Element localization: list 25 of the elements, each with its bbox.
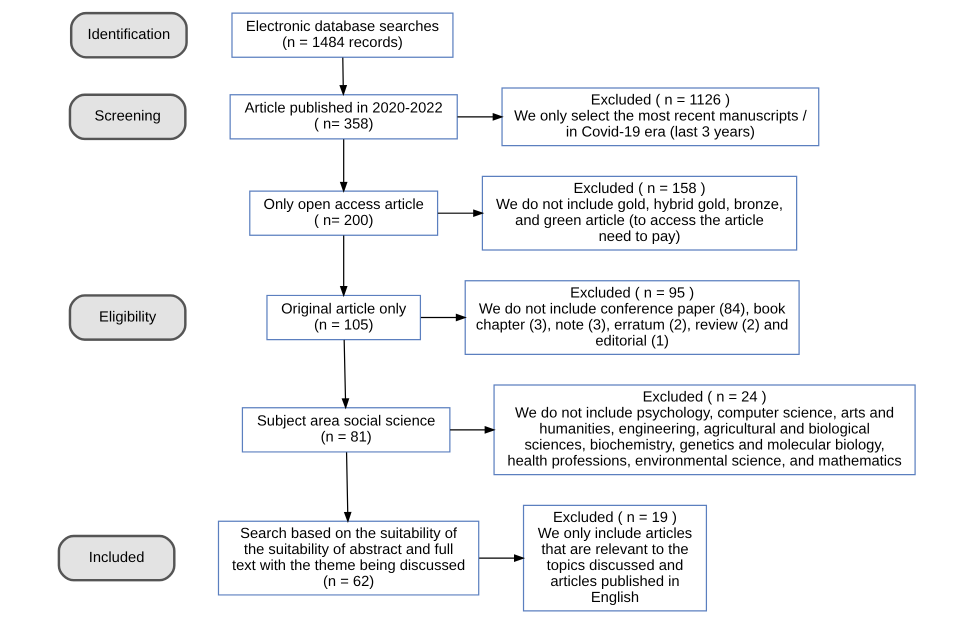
arrow — [457, 112, 504, 121]
arrow — [450, 426, 496, 434]
node-box: Screening — [68, 94, 186, 140]
arrow — [478, 554, 525, 562]
node-box: Search based on the suitability of the suitability of abstract and full text with the theme being discussed (n = 62) — [217, 520, 479, 596]
node-box: Included — [57, 534, 176, 582]
arrow — [420, 314, 466, 322]
node-box: Excluded ( n = 158 ) We do not include gold, hybrid gold, bronze, and green article (to access the article need to pay) — [481, 176, 797, 251]
node-box: Excluded ( n = 95 ) We do not include conference paper (84), book chapter (3), note (3), erratum (2), review (2) and editorial (1) — [464, 280, 800, 355]
arrow — [437, 209, 484, 218]
arrow — [339, 236, 348, 298]
node-box: Excluded ( n = 1126 ) We only select the most recent manuscripts / in Covid-19 era (last 3 years) — [500, 87, 819, 146]
node-box: Subject area social science (n = 81) — [241, 407, 450, 453]
node-box: Eligibility — [68, 294, 186, 341]
arrow — [343, 452, 352, 523]
node-box: Article published in 2020-2022 ( n= 358) — [229, 94, 458, 140]
node-box: Excluded ( n = 24 ) We do not include psychology, computer science, arts and humanities, engineering, agricultural and biological sciences, biochemistry, genetics and molecular biology, health professions, environmental science, and mathematics — [492, 384, 916, 476]
node-box: Excluded ( n = 19 ) We only include articles that are relevant to the topics discussed and articles published in English — [522, 504, 707, 612]
node-box: Only open access article ( n= 200) — [248, 190, 438, 236]
node-box: Electronic database searches (n = 1484 records) — [230, 12, 454, 58]
arrow — [339, 139, 348, 193]
arrow — [338, 58, 347, 96]
node-box: Original article only (n = 105) — [266, 294, 421, 340]
arrow — [341, 340, 349, 410]
node-box: Identification — [69, 12, 188, 59]
